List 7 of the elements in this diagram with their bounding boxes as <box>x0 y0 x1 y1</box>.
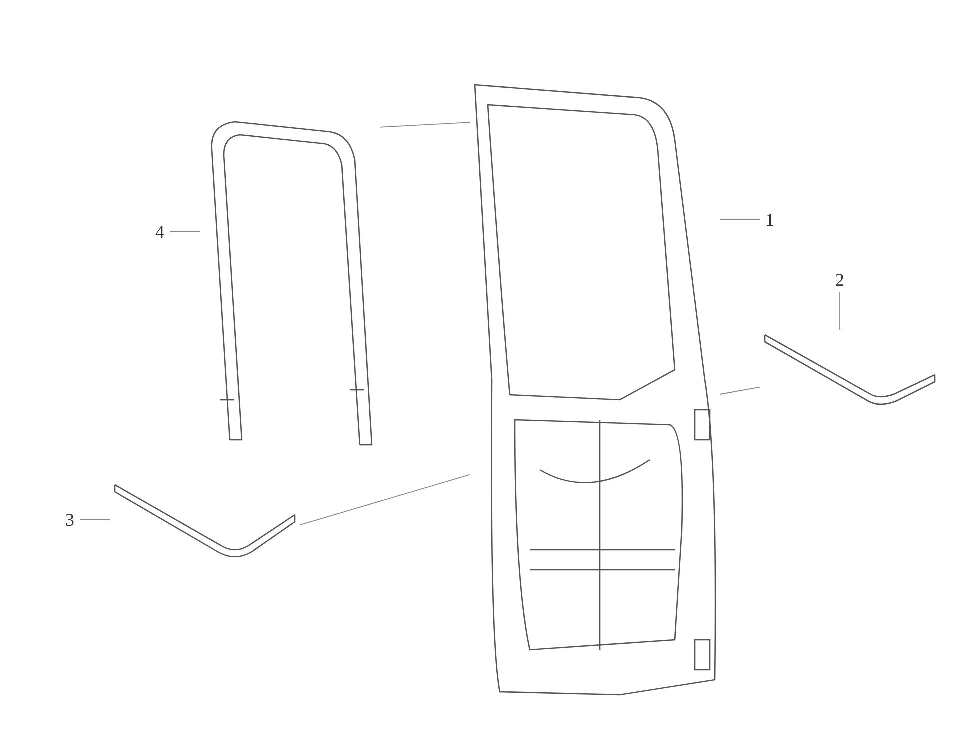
callout-number: 3 <box>60 508 80 532</box>
callout-number: 2 <box>830 268 850 292</box>
assembly-line <box>380 122 470 128</box>
assembly-line <box>300 474 470 526</box>
callout-number: 1 <box>760 208 780 232</box>
callout-number: 4 <box>150 220 170 244</box>
assembly-line <box>720 386 760 395</box>
